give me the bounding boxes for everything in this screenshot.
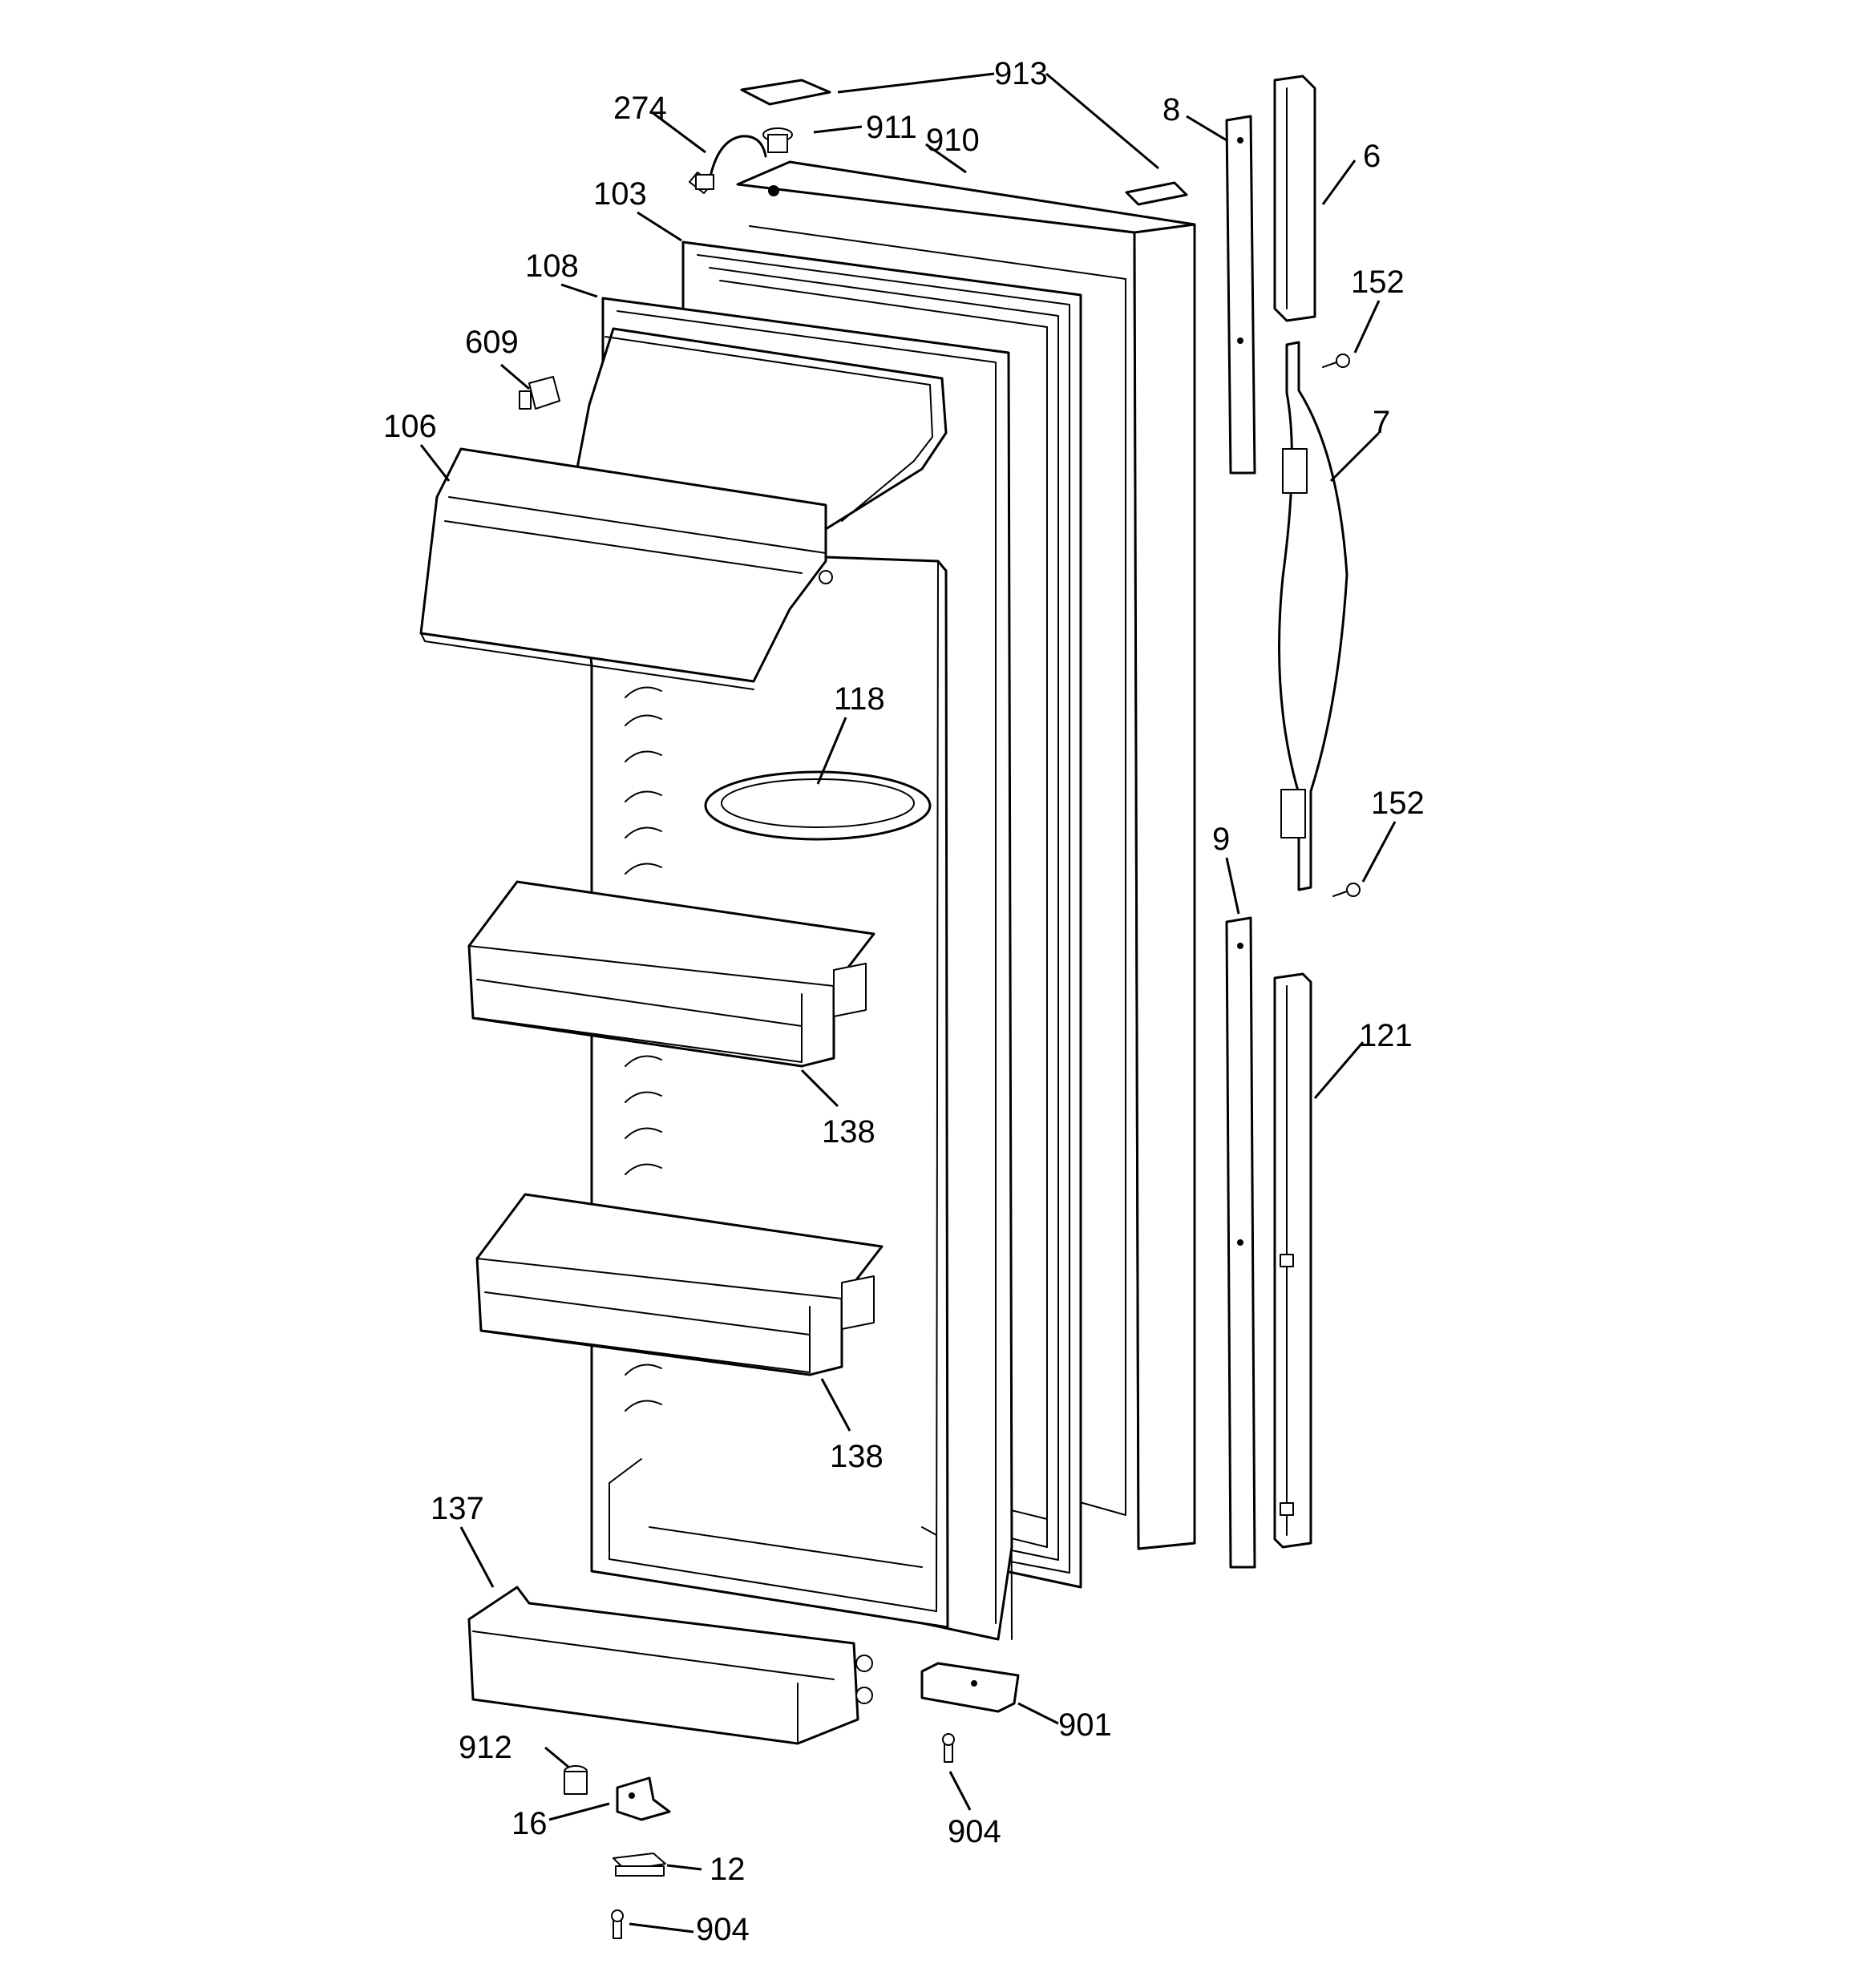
door-bin-bottom bbox=[467, 1586, 873, 1745]
bottom-hinge bbox=[616, 1776, 671, 1821]
callout-6: 6 bbox=[1363, 139, 1381, 174]
callout-12: 12 bbox=[710, 1852, 746, 1887]
hinge-pad-top bbox=[740, 79, 1188, 206]
light-switch bbox=[519, 376, 560, 410]
trim-strip-upper bbox=[1225, 115, 1256, 475]
callout-9: 9 bbox=[1212, 822, 1230, 857]
door-bin-lower bbox=[475, 1193, 884, 1376]
handle-trim-upper bbox=[1273, 75, 1316, 322]
callout-8: 8 bbox=[1162, 92, 1180, 127]
door-bin-upper bbox=[467, 880, 875, 1068]
callout-118: 118 bbox=[834, 681, 885, 717]
callout-912: 912 bbox=[459, 1730, 512, 1765]
callout-910: 910 bbox=[926, 123, 980, 158]
callout-138-upper: 138 bbox=[822, 1114, 875, 1150]
callout-274: 274 bbox=[613, 91, 667, 126]
callout-108: 108 bbox=[525, 248, 579, 284]
callout-labels: 913 274 911 910 8 6 103 108 152 609 106 … bbox=[383, 56, 1425, 1947]
callout-913: 913 bbox=[994, 56, 1048, 91]
hinge-cover bbox=[920, 1662, 1020, 1713]
callout-609: 609 bbox=[465, 325, 519, 360]
screw-lower bbox=[1332, 883, 1361, 897]
callout-911: 911 bbox=[866, 110, 917, 145]
trim-strip-lower bbox=[1225, 916, 1256, 1569]
callout-16: 16 bbox=[512, 1806, 548, 1841]
callout-137: 137 bbox=[431, 1491, 484, 1526]
dairy-compartment-door bbox=[419, 447, 833, 690]
callout-904-bottom: 904 bbox=[696, 1912, 750, 1947]
callout-901: 901 bbox=[1058, 1707, 1112, 1743]
callout-904-right: 904 bbox=[948, 1814, 1001, 1849]
leader-lines bbox=[419, 72, 1397, 1933]
outer-door-panel bbox=[736, 160, 1196, 1550]
screw-hinge-cover bbox=[942, 1733, 955, 1763]
hinge-cap bbox=[564, 1765, 588, 1795]
screw-bottom bbox=[611, 1909, 624, 1939]
callout-121: 121 bbox=[1359, 1018, 1413, 1053]
handle-trim-lower bbox=[1273, 972, 1312, 1549]
callout-152-lower: 152 bbox=[1371, 786, 1425, 821]
wire-harness bbox=[689, 135, 767, 194]
hinge-bracket bbox=[613, 1853, 666, 1877]
callout-103: 103 bbox=[593, 176, 647, 212]
callout-138-lower: 138 bbox=[830, 1439, 884, 1474]
door-handle bbox=[1278, 341, 1348, 891]
callout-7: 7 bbox=[1373, 405, 1390, 440]
bushing bbox=[762, 127, 793, 153]
callout-152: 152 bbox=[1351, 265, 1405, 300]
screw-upper bbox=[1322, 354, 1350, 368]
callout-106: 106 bbox=[383, 409, 437, 444]
shelf-rail-hooks bbox=[625, 686, 662, 1412]
egg-tray bbox=[704, 770, 932, 841]
